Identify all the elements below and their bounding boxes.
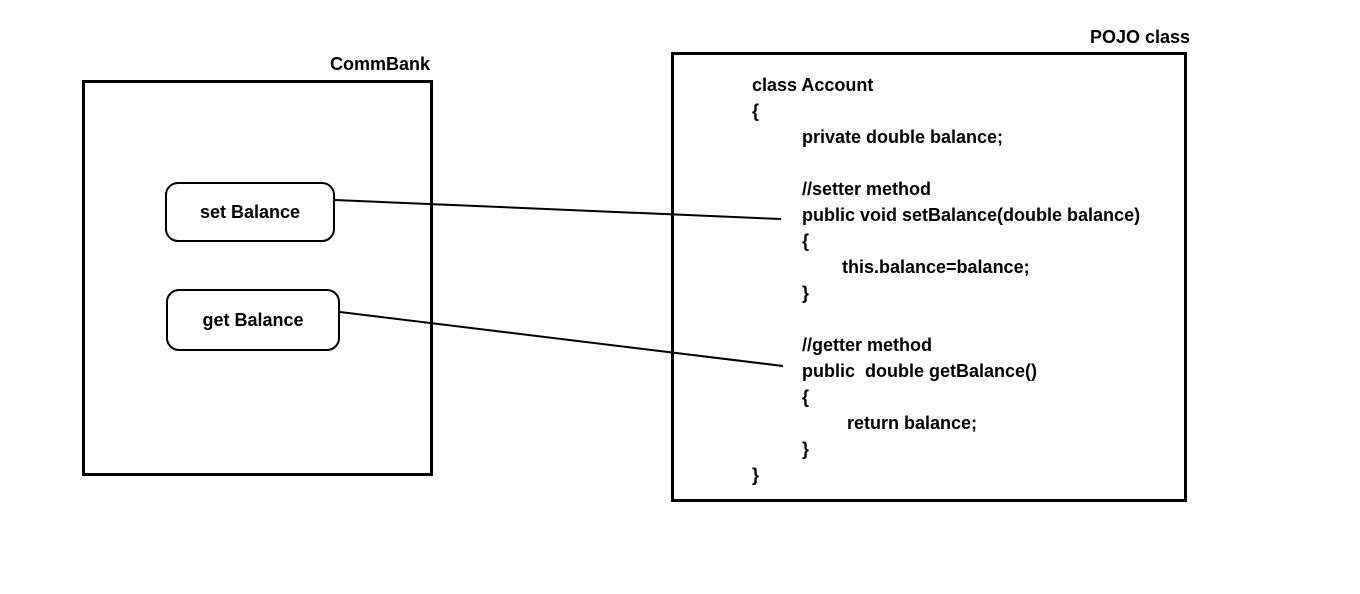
connector-set-balance bbox=[334, 199, 782, 220]
code-getter-close-brace: } bbox=[802, 439, 810, 459]
code-getter-body: return balance; bbox=[847, 413, 978, 433]
code-field-balance: private double balance; bbox=[802, 127, 1004, 147]
code-setter-signature: public void setBalance(double balance) bbox=[802, 205, 1141, 225]
code-getter-open-brace: { bbox=[802, 387, 810, 407]
code-setter-body: this.balance=balance; bbox=[842, 257, 1030, 277]
code-open-brace: { bbox=[752, 101, 760, 121]
code-setter-comment: //setter method bbox=[802, 179, 932, 199]
get-balance-button[interactable]: get Balance bbox=[166, 289, 340, 351]
set-balance-button[interactable]: set Balance bbox=[165, 182, 335, 242]
pojo-class-title: POJO class bbox=[1090, 27, 1191, 47]
code-getter-signature: public double getBalance() bbox=[802, 361, 1038, 381]
code-class-close-brace: } bbox=[752, 465, 760, 485]
connector-get-balance bbox=[339, 311, 784, 367]
code-getter-comment: //getter method bbox=[802, 335, 933, 355]
commbank-box bbox=[82, 80, 433, 476]
code-setter-open-brace: { bbox=[802, 231, 810, 251]
pojo-class-box bbox=[671, 52, 1187, 502]
code-setter-close-brace: } bbox=[802, 283, 810, 303]
code-class-declaration: class Account bbox=[752, 75, 874, 95]
commbank-title: CommBank bbox=[330, 54, 431, 74]
